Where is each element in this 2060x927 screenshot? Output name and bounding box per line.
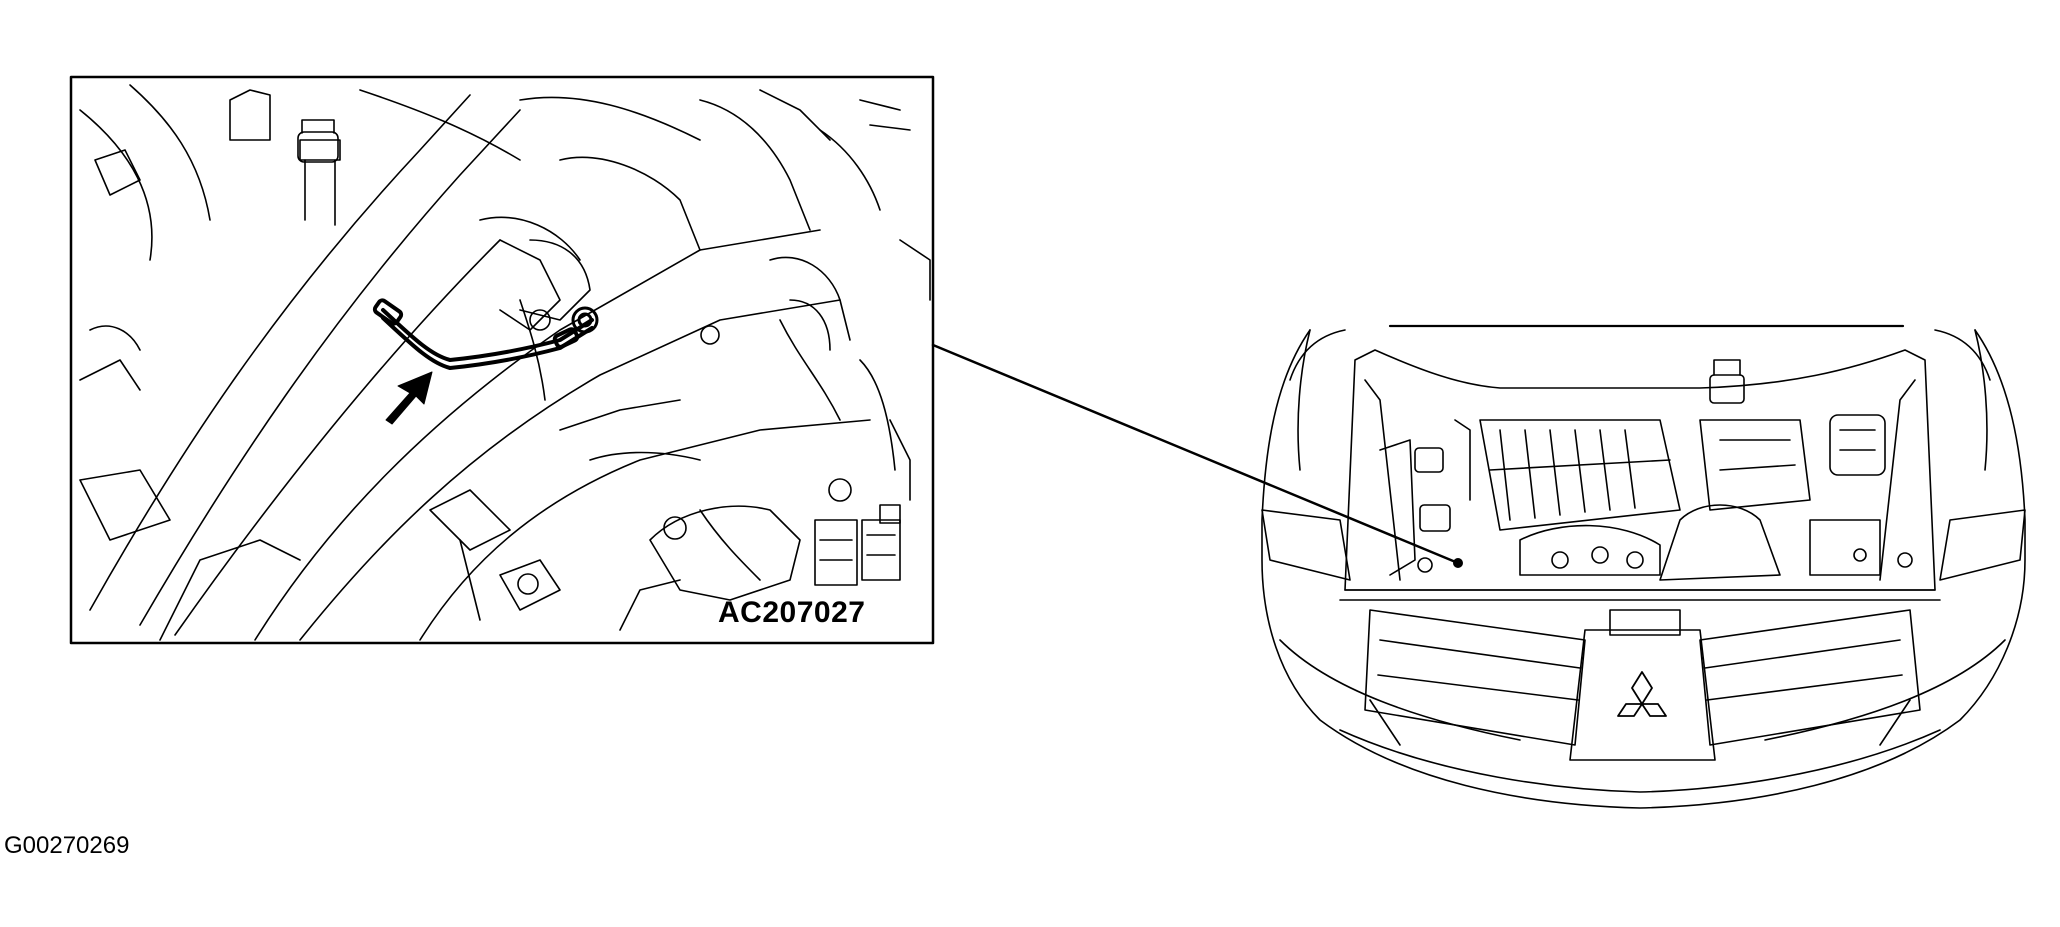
figure-code-label: AC207027 [718, 596, 866, 629]
ground-cable [372, 298, 594, 370]
ground-terminal-bolt [571, 306, 599, 334]
figure-id-label: G00270269 [4, 832, 130, 859]
emblem [1617, 671, 1667, 717]
leader-dot [1453, 558, 1463, 568]
vehicle-front-view [1261, 324, 2026, 809]
detail-inset [69, 75, 935, 645]
leader-line [931, 343, 1460, 565]
pointer-arrow [385, 371, 433, 425]
detail-frame [69, 75, 935, 645]
engine-detail-linework [79, 84, 931, 641]
